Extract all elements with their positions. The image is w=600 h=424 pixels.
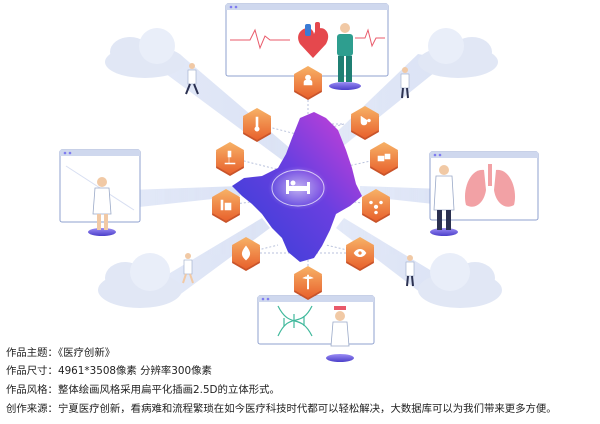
- caption-size-label: 作品尺寸：: [6, 365, 58, 377]
- hospital-bed-icon: [286, 180, 310, 194]
- hexagon-caduceus: [294, 266, 322, 300]
- microscope-icon: [224, 150, 236, 165]
- cloud-top-right: [418, 28, 498, 78]
- dna-illustration: [277, 305, 313, 337]
- nurse-left: [92, 177, 112, 230]
- eye-icon: [353, 248, 367, 258]
- caption-theme-value: 《医疗创新》: [57, 347, 116, 359]
- hexagon-eye: [346, 237, 374, 271]
- hexagon-pills: [370, 142, 398, 176]
- thermometer-icon: [254, 116, 260, 132]
- hexagon-icons: [212, 66, 398, 300]
- heart-illustration: [298, 22, 329, 58]
- caption-theme: 作品主题：《医疗创新》: [6, 348, 115, 358]
- cloud-bottom-left: [98, 253, 182, 308]
- hexagon-stethoscope: [351, 106, 379, 140]
- small-doctor-bottom-right: [405, 255, 415, 287]
- lungs-illustration: [464, 164, 516, 207]
- hexagon-lab-flask: [212, 189, 240, 223]
- cloud-top-left: [105, 28, 185, 78]
- doctor-top: [337, 23, 353, 82]
- doctor-avatar-icon: [303, 74, 313, 86]
- nurse-bottom: [330, 306, 350, 347]
- caption-source-label: 创作来源：: [6, 403, 58, 415]
- caption-theme-label: 作品主题：: [6, 347, 58, 359]
- caption-source: 创作来源：宁夏医疗创新，看病难和流程繁琐在如今医疗科技时代都可以轻松解决，大数据…: [6, 404, 557, 414]
- caption-size: 作品尺寸：4961*3508像素 分辨率300像素: [6, 366, 212, 376]
- hexagon-thermometer: [243, 108, 271, 142]
- lab-flask-icon: [220, 199, 232, 211]
- molecule-icon: [369, 200, 383, 215]
- fire-icon: [241, 245, 251, 261]
- small-doctor-top-left: [185, 63, 199, 95]
- caption-style-label: 作品风格：: [6, 384, 58, 396]
- screen-bottom: [257, 295, 375, 345]
- hexagon-doctor-avatar: [294, 66, 322, 100]
- small-doctor-top-right: [400, 67, 410, 99]
- caduceus-icon: [302, 274, 314, 290]
- caption-size-value: 4961*3508像素 分辨率300像素: [57, 365, 212, 377]
- pills-icon: [377, 153, 391, 162]
- ningxia-map: [232, 112, 362, 262]
- cloud-bottom-right: [418, 253, 502, 308]
- small-nurse-bottom-left: [182, 253, 194, 284]
- caption-source-value: 宁夏医疗创新，看病难和流程繁琐在如今医疗科技时代都可以轻松解决，大数据库可以为我…: [57, 403, 557, 415]
- doctor-right: [433, 165, 455, 230]
- hexagon-microscope: [216, 142, 244, 176]
- hexagon-molecule: [362, 189, 390, 223]
- caption-style-value: 整体绘画风格采用扁平化插画2.5D的立体形式。: [57, 384, 280, 396]
- stethoscope-icon: [360, 116, 371, 126]
- caption-style: 作品风格：整体绘画风格采用扁平化插画2.5D的立体形式。: [6, 385, 280, 395]
- hexagon-fire: [232, 237, 260, 271]
